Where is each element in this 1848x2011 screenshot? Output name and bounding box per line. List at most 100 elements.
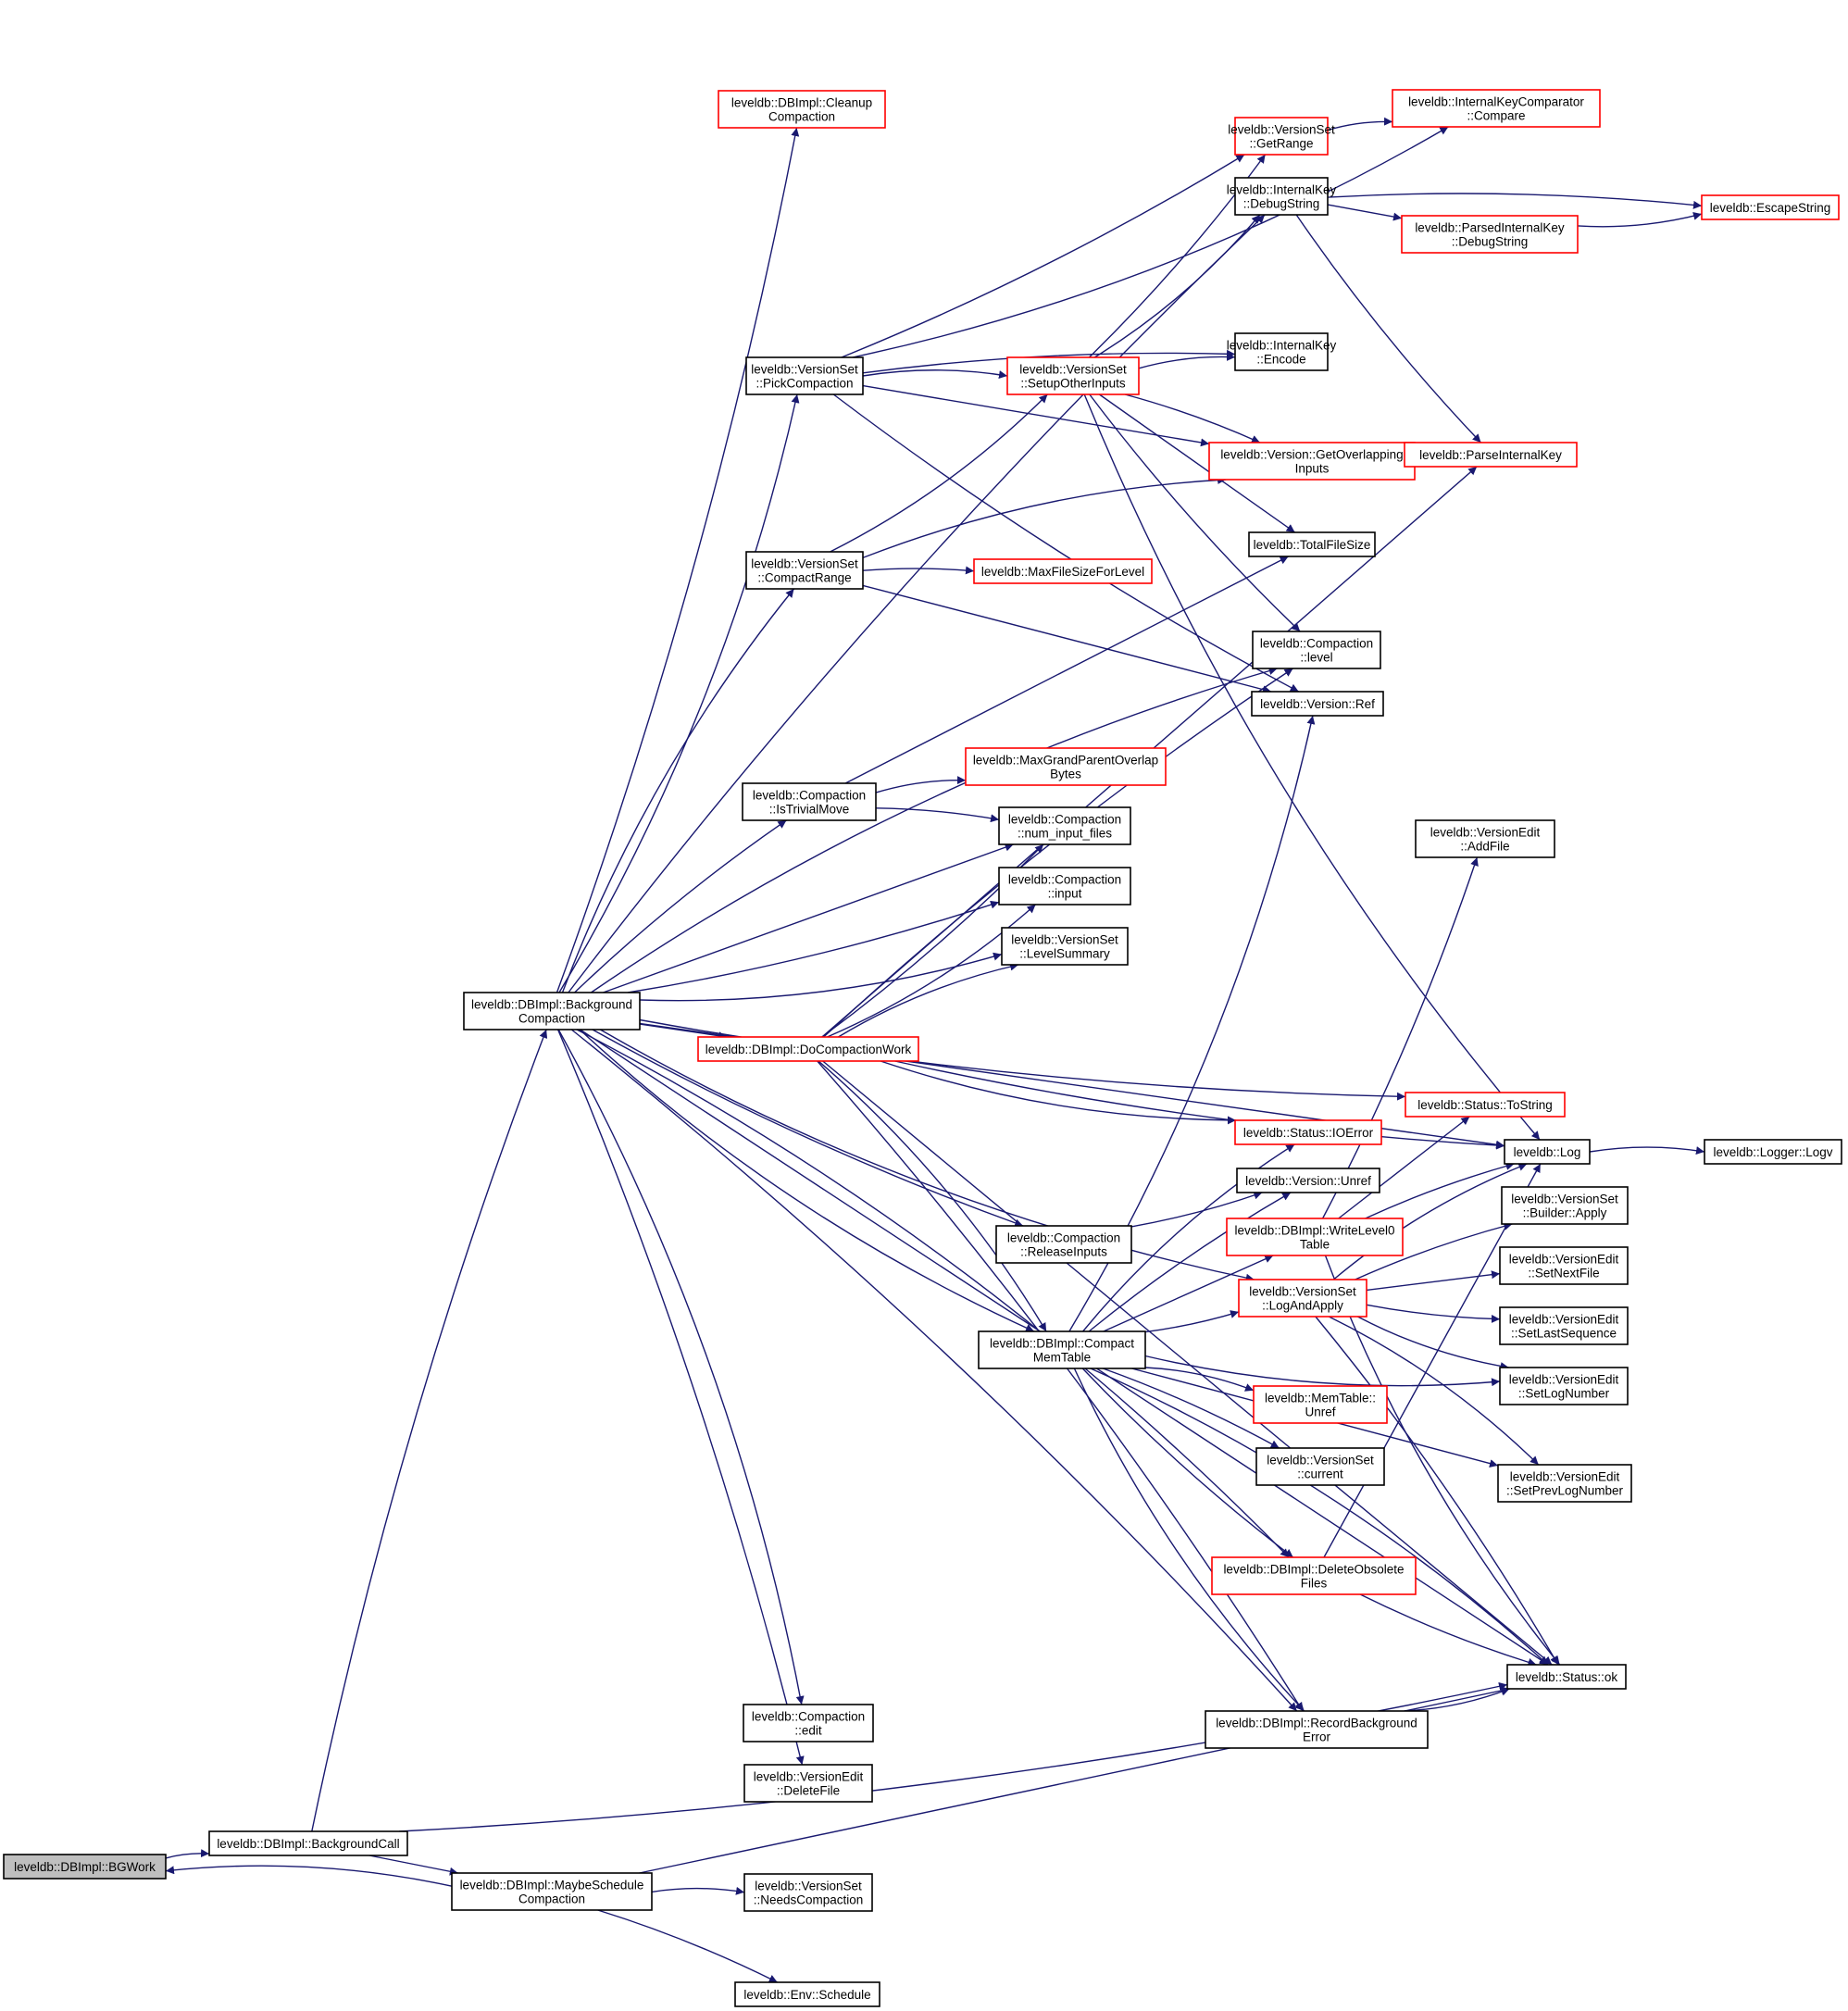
node-maxfilesize[interactable]: leveldb::MaxFileSizeForLevel xyxy=(973,558,1153,584)
node-log[interactable]: leveldb::Log xyxy=(1504,1139,1591,1165)
node-parseddebug[interactable]: leveldb::ParsedInternalKey::DebugString xyxy=(1401,215,1579,254)
node-box[interactable] xyxy=(743,1704,874,1742)
node-setlognum[interactable]: leveldb::VersionEdit::SetLogNumber xyxy=(1499,1367,1629,1405)
node-box[interactable] xyxy=(463,992,641,1030)
node-box[interactable] xyxy=(1001,927,1129,966)
node-box[interactable] xyxy=(1238,1279,1367,1318)
node-compactrange[interactable]: leveldb::VersionSet::CompactRange xyxy=(745,551,864,590)
node-istrivial[interactable]: leveldb::Compaction::IsTrivialMove xyxy=(742,782,877,821)
node-schedule[interactable]: leveldb::Env::Schedule xyxy=(734,1981,880,2007)
node-totalfilesize[interactable]: leveldb::TotalFileSize xyxy=(1248,531,1376,557)
node-box[interactable] xyxy=(1415,819,1555,858)
node-box[interactable] xyxy=(1499,1367,1629,1405)
node-setnextfile[interactable]: leveldb::VersionEdit::SetNextFile xyxy=(1499,1246,1629,1285)
node-box[interactable] xyxy=(978,1330,1146,1369)
node-box[interactable] xyxy=(965,747,1167,786)
node-levelsummary[interactable]: leveldb::VersionSet::LevelSummary xyxy=(1001,927,1129,966)
node-statusok[interactable]: leveldb::Status::ok xyxy=(1506,1664,1627,1690)
node-box[interactable] xyxy=(1234,117,1329,156)
node-parseik[interactable]: leveldb::ParseInternalKey xyxy=(1404,442,1578,468)
node-box[interactable] xyxy=(1234,177,1329,216)
node-ioerror[interactable]: leveldb::Status::IOError xyxy=(1234,1119,1382,1145)
node-logandapply[interactable]: leveldb::VersionSet::LogAndApply xyxy=(1238,1279,1367,1318)
node-tostring[interactable]: leveldb::Status::ToString xyxy=(1405,1092,1566,1118)
node-box[interactable] xyxy=(742,782,877,821)
node-logv[interactable]: leveldb::Logger::Logv xyxy=(1704,1139,1842,1165)
node-box[interactable] xyxy=(1404,442,1578,468)
node-box[interactable] xyxy=(1211,1556,1417,1595)
node-box[interactable] xyxy=(973,558,1153,584)
node-pickcompact[interactable]: leveldb::VersionSet::PickCompaction xyxy=(745,356,864,395)
node-box[interactable] xyxy=(1252,631,1381,669)
node-box[interactable] xyxy=(995,1225,1132,1264)
node-escapestring[interactable]: leveldb::EscapeString xyxy=(1701,194,1840,220)
node-builderapply[interactable]: leveldb::VersionSet::Builder::Apply xyxy=(1501,1186,1629,1225)
node-box[interactable] xyxy=(1504,1139,1591,1165)
node-box[interactable] xyxy=(1501,1186,1629,1225)
node-box[interactable] xyxy=(1253,1385,1388,1424)
node-box[interactable] xyxy=(1236,1168,1380,1193)
node-getrange[interactable]: leveldb::VersionSet::GetRange xyxy=(1228,117,1335,156)
node-box[interactable] xyxy=(1006,356,1140,395)
node-numinput[interactable]: leveldb::Compaction::num_input_files xyxy=(998,806,1131,845)
node-ikcompare[interactable]: leveldb::InternalKeyComparator::Compare xyxy=(1392,89,1601,128)
node-box[interactable] xyxy=(1499,1306,1629,1345)
node-box[interactable] xyxy=(1497,1464,1632,1503)
node-box[interactable] xyxy=(1226,1218,1404,1256)
node-box[interactable] xyxy=(998,867,1131,906)
node-bgcall[interactable]: leveldb::DBImpl::BackgroundCall xyxy=(208,1830,408,1856)
node-bgwork[interactable]: leveldb::DBImpl::BGWork xyxy=(3,1854,167,1880)
node-vunref[interactable]: leveldb::Version::Unref xyxy=(1236,1168,1380,1193)
node-box[interactable] xyxy=(1506,1664,1627,1690)
node-addfile[interactable]: leveldb::VersionEdit::AddFile xyxy=(1415,819,1555,858)
node-box[interactable] xyxy=(451,1872,653,1911)
node-label: leveldb::VersionEdit xyxy=(1509,1253,1619,1267)
node-box[interactable] xyxy=(734,1981,880,2007)
node-box[interactable] xyxy=(1234,1119,1382,1145)
node-releaseinputs[interactable]: leveldb::Compaction::ReleaseInputs xyxy=(995,1225,1132,1264)
node-setupother[interactable]: leveldb::VersionSet::SetupOtherInputs xyxy=(1006,356,1140,395)
node-box[interactable] xyxy=(998,806,1131,845)
node-box[interactable] xyxy=(208,1830,408,1856)
node-cedit[interactable]: leveldb::Compaction::edit xyxy=(743,1704,874,1742)
node-box[interactable] xyxy=(3,1854,167,1880)
node-box[interactable] xyxy=(1499,1246,1629,1285)
node-box[interactable] xyxy=(745,356,864,395)
node-box[interactable] xyxy=(743,1873,873,1912)
node-docompact[interactable]: leveldb::DBImpl::DoCompactionWork xyxy=(697,1036,919,1062)
node-box[interactable] xyxy=(697,1036,919,1062)
node-box[interactable] xyxy=(1248,531,1376,557)
node-box[interactable] xyxy=(1405,1092,1566,1118)
node-setlastseq[interactable]: leveldb::VersionEdit::SetLastSequence xyxy=(1499,1306,1629,1345)
node-box[interactable] xyxy=(1251,691,1384,717)
node-box[interactable] xyxy=(718,90,886,129)
node-setprevlog[interactable]: leveldb::VersionEdit::SetPrevLogNumber xyxy=(1497,1464,1632,1503)
node-needscompact[interactable]: leveldb::VersionSet::NeedsCompaction xyxy=(743,1873,873,1912)
node-box[interactable] xyxy=(745,551,864,590)
node-box[interactable] xyxy=(1234,332,1329,371)
node-vscurrent[interactable]: leveldb::VersionSet::current xyxy=(1255,1447,1385,1486)
node-memunref[interactable]: leveldb::MemTable::Unref xyxy=(1253,1385,1388,1424)
node-box[interactable] xyxy=(1704,1139,1842,1165)
node-deletefile[interactable]: leveldb::VersionEdit::DeleteFile xyxy=(743,1764,873,1803)
node-box[interactable] xyxy=(1401,215,1579,254)
node-box[interactable] xyxy=(1205,1710,1429,1749)
node-box[interactable] xyxy=(1392,89,1601,128)
node-box[interactable] xyxy=(1701,194,1840,220)
node-clevel[interactable]: leveldb::Compaction::level xyxy=(1252,631,1381,669)
node-box[interactable] xyxy=(743,1764,873,1803)
node-ikdebug[interactable]: leveldb::InternalKey::DebugString xyxy=(1227,177,1337,216)
node-cinput[interactable]: leveldb::Compaction::input xyxy=(998,867,1131,906)
node-box[interactable] xyxy=(1255,1447,1385,1486)
node-ikencode[interactable]: leveldb::InternalKey::Encode xyxy=(1227,332,1337,371)
node-vref[interactable]: leveldb::Version::Ref xyxy=(1251,691,1384,717)
